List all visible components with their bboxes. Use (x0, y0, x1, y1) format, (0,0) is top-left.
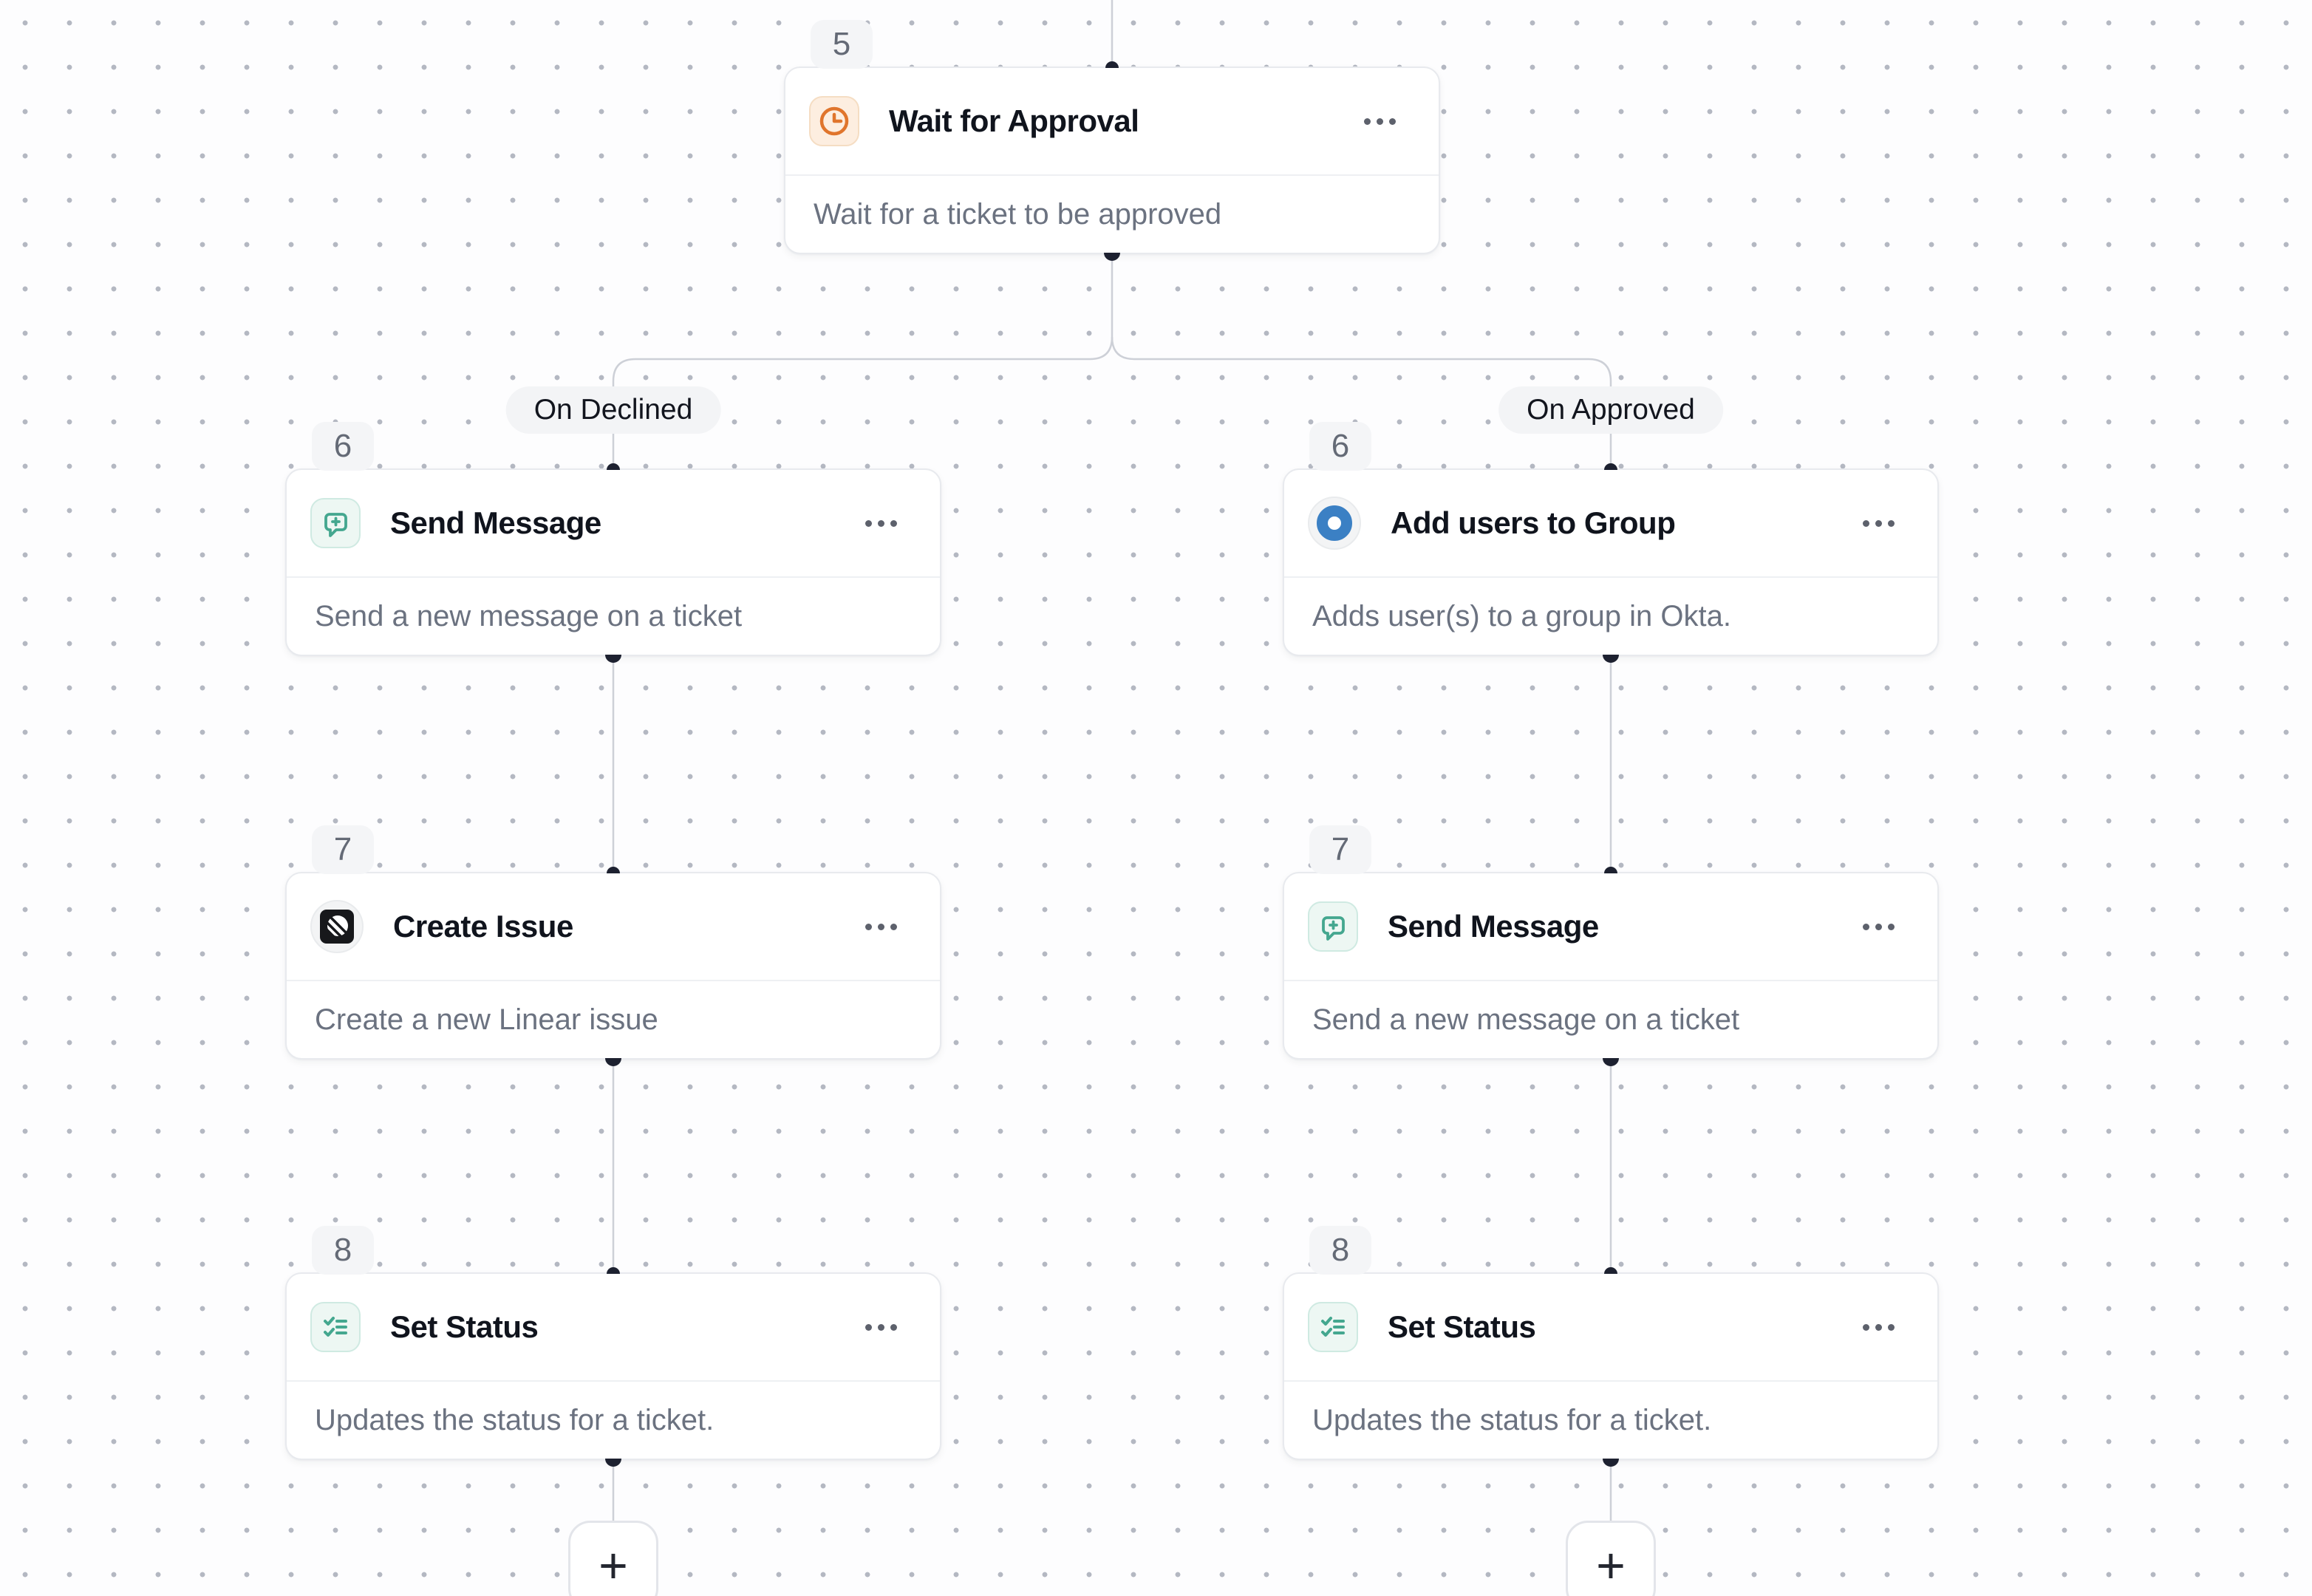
output-handle[interactable] (605, 1058, 621, 1066)
step-badge: 7 (312, 825, 374, 874)
input-handle[interactable] (1105, 61, 1119, 68)
node-title: Send Message (390, 505, 601, 540)
node-card-set-status-declined[interactable]: 8 Set Status Updates the status for a ti… (285, 1226, 941, 1467)
node-description: Send a new message on a ticket (1284, 980, 1937, 1058)
input-handle[interactable] (607, 1267, 620, 1274)
input-handle[interactable] (607, 867, 620, 873)
node-description: Updates the status for a ticket. (1284, 1380, 1937, 1459)
add-step-button-approved[interactable]: + (1566, 1521, 1656, 1596)
output-handle[interactable] (1603, 1058, 1619, 1066)
plus-icon: + (599, 1538, 628, 1594)
branch-label-on-approved: On Approved (1498, 386, 1723, 434)
input-handle[interactable] (607, 463, 620, 470)
node-description: Adds user(s) to a group in Okta. (1284, 576, 1937, 655)
node-title: Wait for Approval (889, 103, 1139, 138)
step-badge: 6 (312, 422, 374, 471)
node-card-create-issue[interactable]: 7 Create Issue Create a n (285, 825, 941, 1066)
ellipsis-menu-button[interactable] (1858, 1314, 1899, 1341)
node-description: Updates the status for a ticket. (287, 1380, 940, 1459)
node-title: Add users to Group (1391, 505, 1676, 540)
message-plus-icon (1308, 901, 1358, 952)
okta-icon (1308, 497, 1361, 550)
input-handle[interactable] (1604, 1267, 1617, 1274)
linear-icon (310, 900, 364, 953)
node-title: Set Status (390, 1309, 539, 1344)
list-checks-icon (310, 1302, 361, 1352)
output-handle[interactable] (1104, 253, 1120, 261)
step-badge: 7 (1309, 825, 1371, 874)
node-card-set-status-approved[interactable]: 8 Set Status Updates the status for a ti… (1283, 1226, 1939, 1467)
output-handle[interactable] (1603, 655, 1619, 663)
node-title: Set Status (1388, 1309, 1536, 1344)
node-description: Send a new message on a ticket (287, 576, 940, 655)
node-description: Create a new Linear issue (287, 980, 940, 1058)
input-handle[interactable] (1604, 463, 1617, 470)
output-handle[interactable] (1603, 1459, 1619, 1467)
ellipsis-menu-button[interactable] (861, 913, 901, 941)
step-badge: 8 (1309, 1226, 1371, 1275)
step-badge: 8 (312, 1226, 374, 1275)
ellipsis-menu-button[interactable] (1360, 108, 1400, 135)
ellipsis-menu-button[interactable] (861, 1314, 901, 1341)
ellipsis-menu-button[interactable] (1858, 913, 1899, 941)
node-card-send-message-approved[interactable]: 7 Send Message Send a new message on a t… (1283, 825, 1939, 1066)
node-description: Wait for a ticket to be approved (785, 174, 1439, 253)
step-badge: 5 (811, 20, 873, 69)
node-card-wait-for-approval[interactable]: 5 Wait for Approval Wait for a ticket to… (784, 20, 1440, 261)
input-handle[interactable] (1604, 867, 1617, 873)
output-handle[interactable] (605, 655, 621, 663)
ellipsis-menu-button[interactable] (1858, 510, 1899, 537)
plus-icon: + (1596, 1538, 1626, 1594)
step-badge: 6 (1309, 422, 1371, 471)
add-step-button-declined[interactable]: + (568, 1521, 658, 1596)
message-plus-icon (310, 498, 361, 548)
branch-label-on-declined: On Declined (505, 386, 721, 434)
node-title: Create Issue (393, 909, 573, 944)
ellipsis-menu-button[interactable] (861, 510, 901, 537)
node-card-send-message-declined[interactable]: 6 Send Message Send a new message on a t… (285, 422, 941, 663)
output-handle[interactable] (605, 1459, 621, 1467)
clock-icon (809, 96, 859, 146)
node-title: Send Message (1388, 909, 1599, 944)
list-checks-icon (1308, 1302, 1358, 1352)
node-card-add-users-to-group[interactable]: 6 Add users to Group Adds user(s) to a g… (1283, 422, 1939, 663)
